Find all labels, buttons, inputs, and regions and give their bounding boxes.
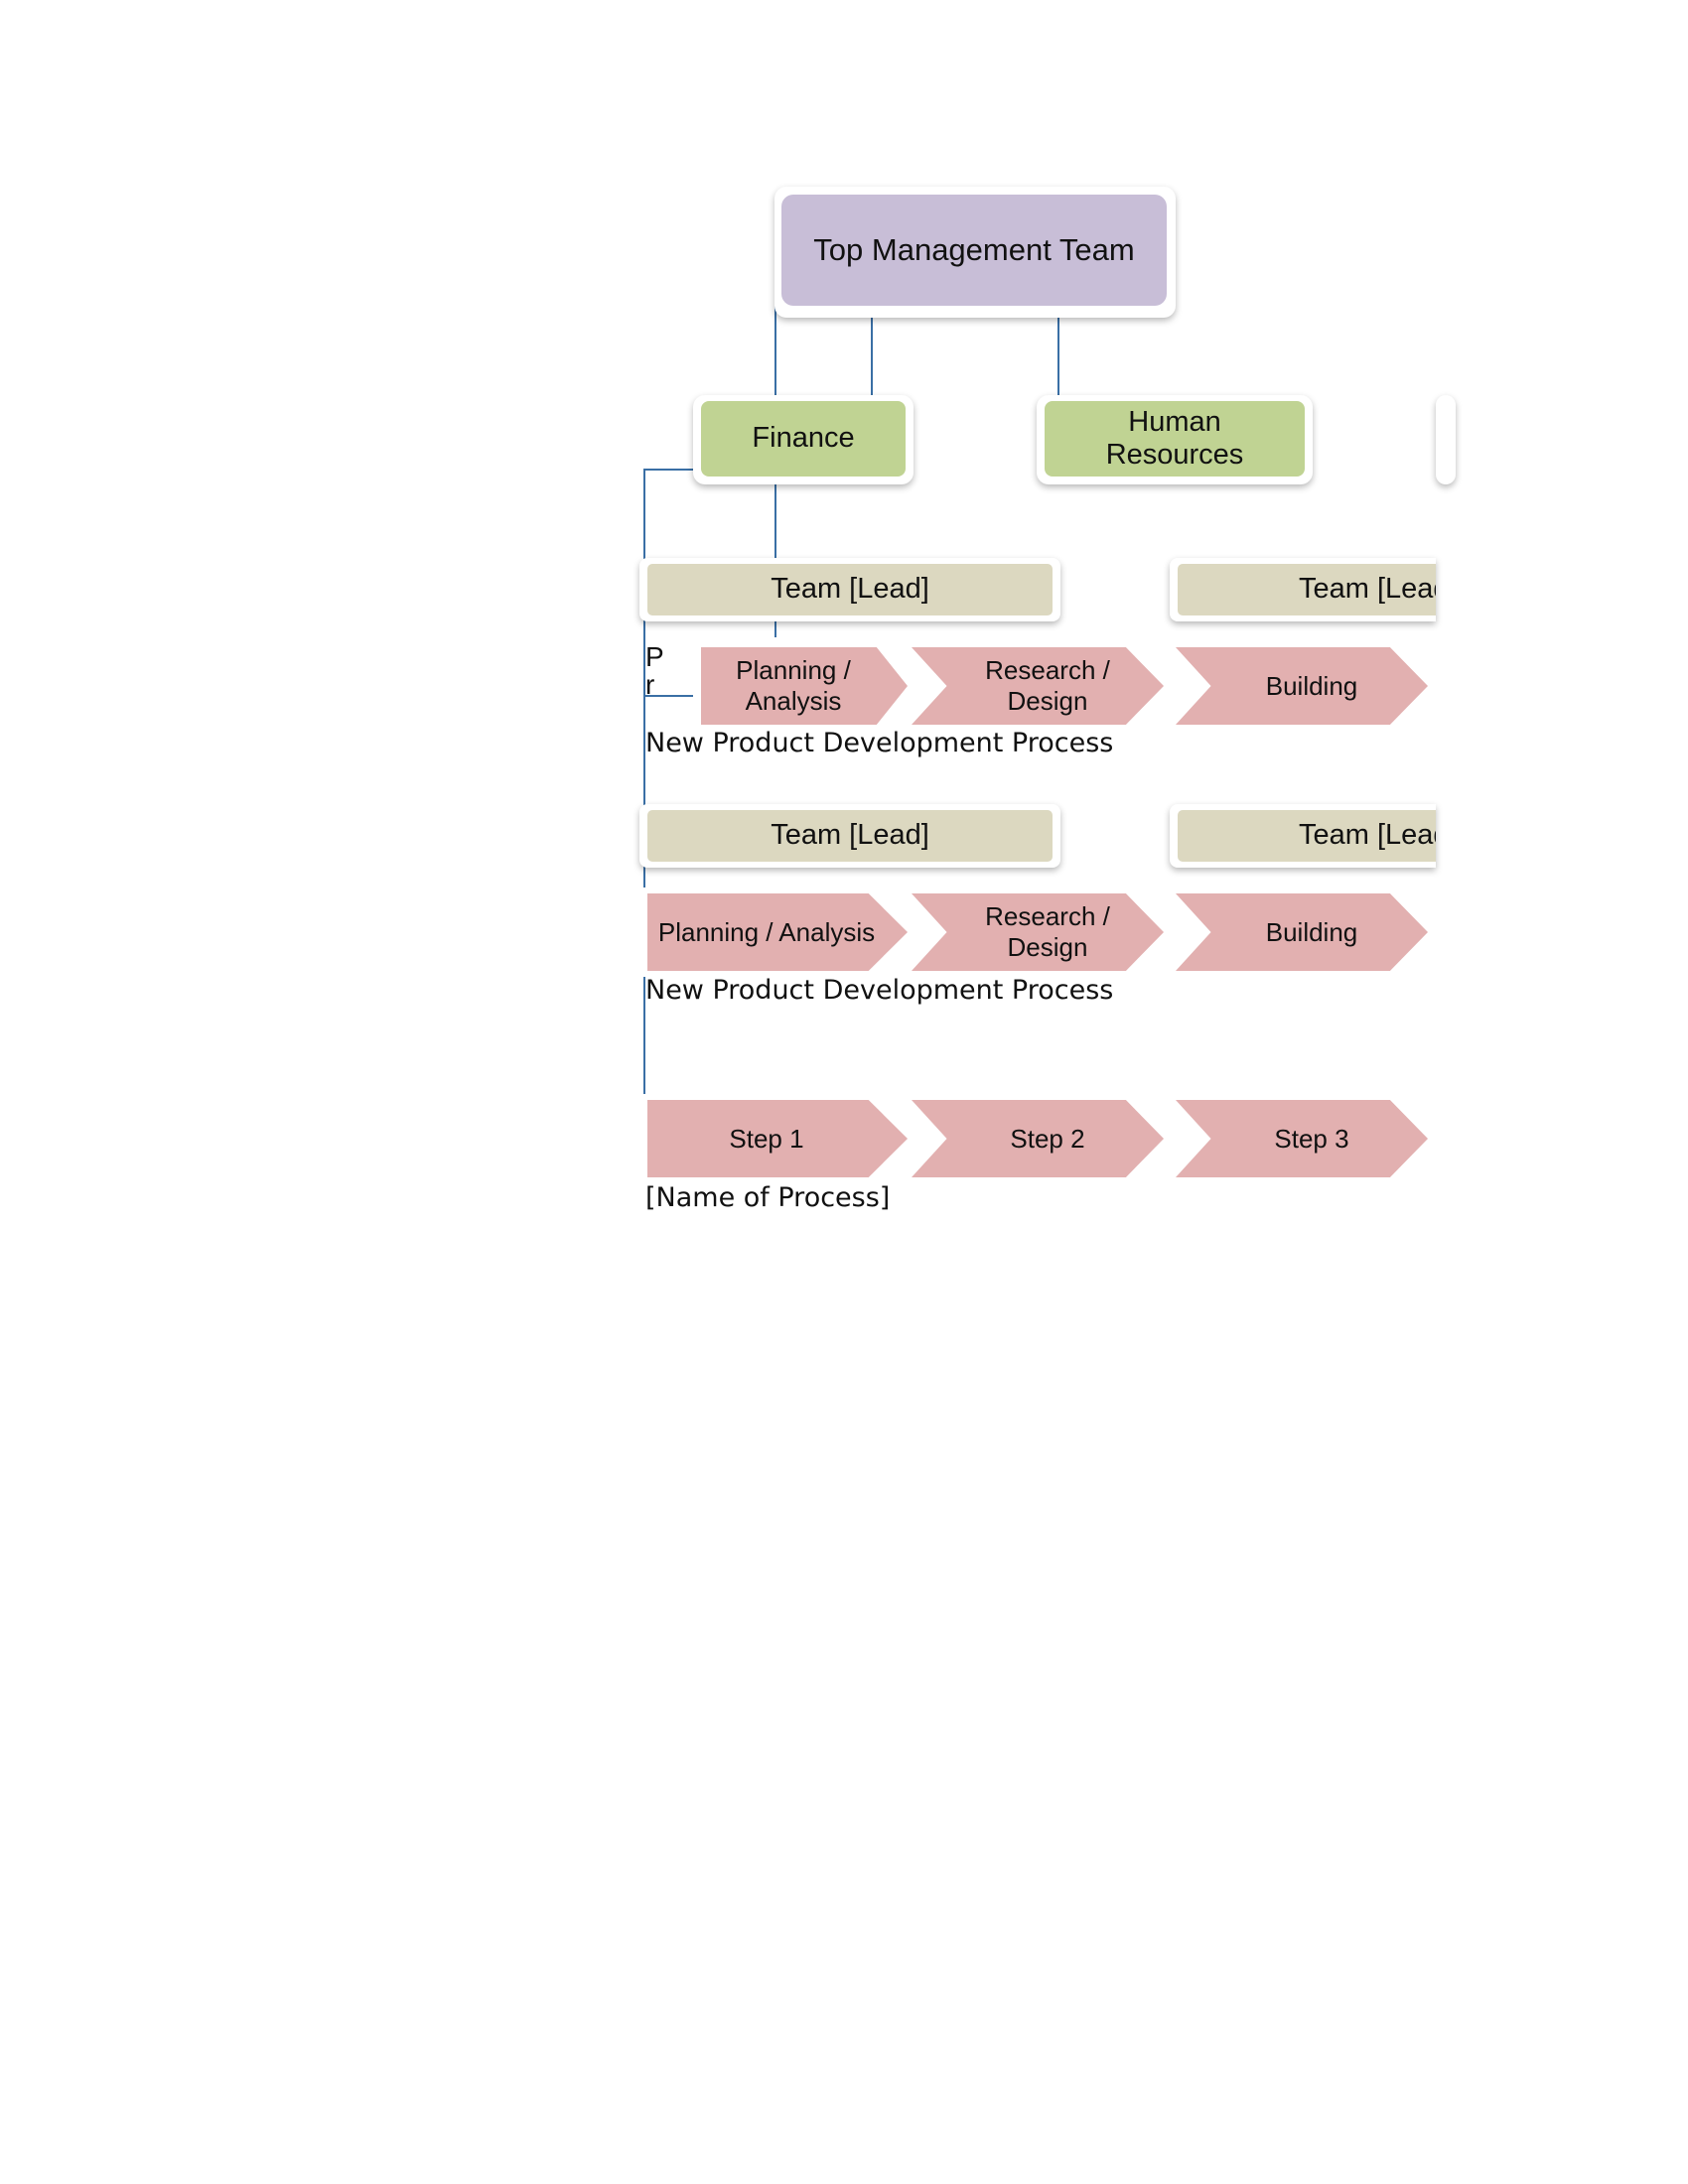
process-step-planning[interactable]: Planning / Analysis [701,647,908,725]
department-box-human-resources[interactable]: Human Resources [1045,401,1305,477]
team-lead-label: Team [Lead] [1299,573,1436,606]
process-step-label: Planning / Analysis [736,655,851,716]
process-step-label: Building [1265,670,1358,701]
process-step-label: Step 2 [1010,1123,1085,1154]
team-lead-label: Team [Lead] [771,819,929,852]
process-caption: [Name of Process] [645,1182,891,1213]
process-step-label: Step 1 [729,1123,804,1154]
team-lead-box[interactable]: Team [Lead] [1178,564,1436,615]
process-step-building[interactable]: Building [1176,893,1428,971]
team-lead-label: Team [Lead] [771,573,929,606]
connector-line [645,695,695,697]
process-step-research[interactable]: Research / Design [912,893,1164,971]
process-step-label: Step 3 [1274,1123,1349,1154]
team-lead-box[interactable]: Team [Lead] [647,564,1053,615]
stub-text-label: P r [645,641,664,700]
process-step-label: Planning / Analysis [657,916,876,947]
process-caption: New Product Development Process [645,728,1114,758]
team-lead-label: Team [Lead] [1299,819,1436,852]
process-step-2[interactable]: Step 2 [912,1100,1164,1177]
process-step-research[interactable]: Research / Design [912,647,1164,725]
department-box-frame [1436,395,1456,484]
top-management-box[interactable]: Top Management Team [781,195,1167,306]
process-step-label: Research / Design [985,901,1110,962]
process-step-label: Building [1265,916,1358,947]
department-label: Human Resources [1105,405,1244,471]
process-step-planning[interactable]: Planning / Analysis [647,893,908,971]
department-box-finance[interactable]: Finance [701,401,906,477]
process-step-1[interactable]: Step 1 [647,1100,908,1177]
process-caption: New Product Development Process [645,975,1114,1006]
process-step-3[interactable]: Step 3 [1176,1100,1428,1177]
stub-text: P r [645,643,663,699]
team-lead-box[interactable]: Team [Lead] [647,810,1053,862]
chevron-frame [1432,887,1456,977]
chevron-frame [1432,641,1456,731]
connector-line [871,314,873,395]
connector-line [1057,314,1059,397]
process-step-building[interactable]: Building [1176,647,1428,725]
department-label: Finance [752,422,855,455]
team-lead-box[interactable]: Team [Lead] [1178,810,1436,862]
process-step-label: Research / Design [985,655,1110,716]
top-management-label: Top Management Team [813,232,1135,268]
chevron-frame [1432,1094,1456,1183]
connector-line [643,469,645,1096]
